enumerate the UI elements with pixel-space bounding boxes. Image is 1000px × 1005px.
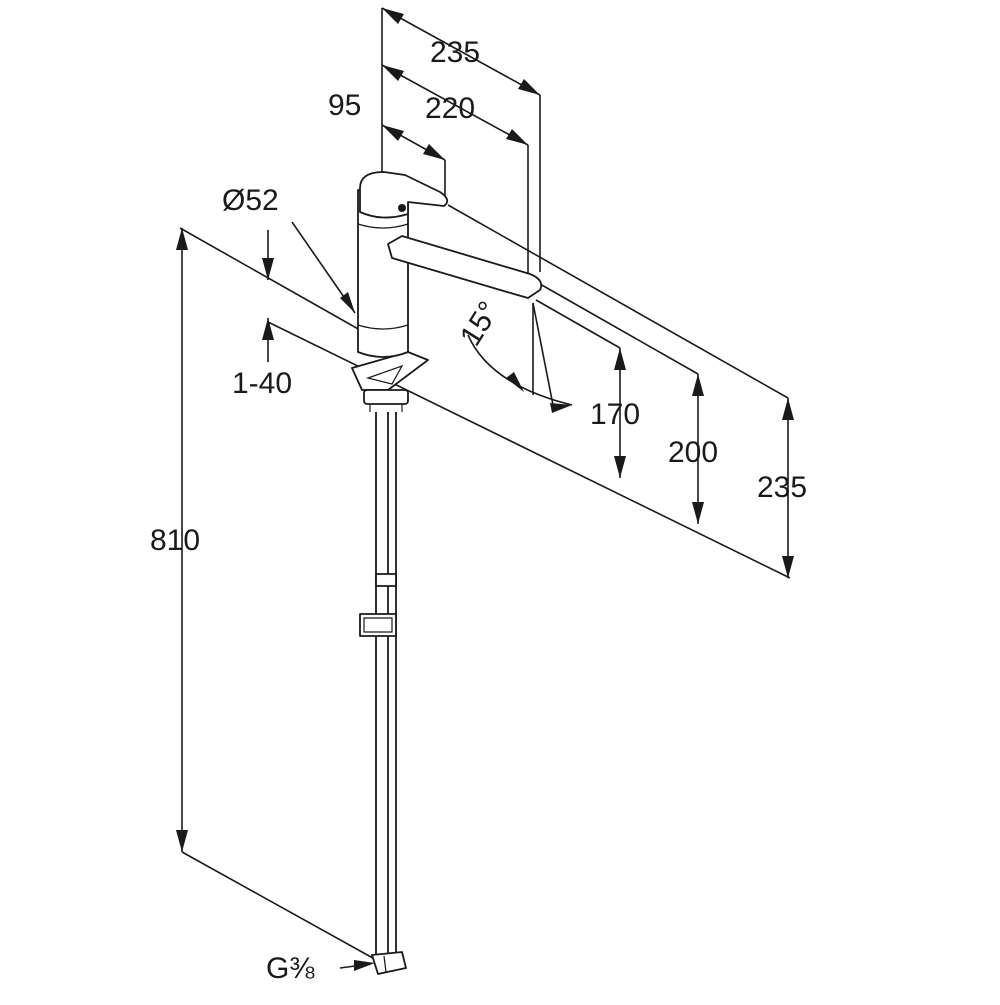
label-width-spout: 220 (425, 92, 475, 125)
leader-thread (339, 960, 375, 971)
label-height-outlet: 170 (590, 398, 640, 431)
label-deck-thickness: 1-40 (232, 367, 292, 400)
faucet-body (351, 171, 543, 412)
label-height-total: 235 (757, 471, 807, 504)
label-diameter: Ø52 (222, 184, 279, 217)
label-width-total: 235 (430, 36, 480, 69)
label-height-spout: 200 (668, 436, 718, 469)
deck-line-top (179, 227, 361, 331)
leader-diameter (291, 221, 356, 314)
dimension-swivel-angle (467, 302, 573, 413)
label-width-lever: 95 (328, 89, 361, 122)
dimension-hose-length (176, 228, 381, 963)
label-thread: G⅜ (266, 952, 315, 985)
dimension-width-total (381, 7, 541, 272)
dimension-height-spout (539, 283, 704, 524)
dimension-deck-thickness (262, 230, 274, 362)
dimension-width-lever (381, 124, 446, 195)
supply-hoses (359, 412, 407, 975)
deck-line-bottom (267, 321, 791, 579)
dimension-width-spout (381, 64, 529, 280)
dimension-height-total (447, 204, 794, 578)
label-hose-length: 810 (150, 524, 200, 557)
dimension-height-outlet (535, 299, 626, 478)
label-swivel-angle: 15° (454, 296, 506, 352)
